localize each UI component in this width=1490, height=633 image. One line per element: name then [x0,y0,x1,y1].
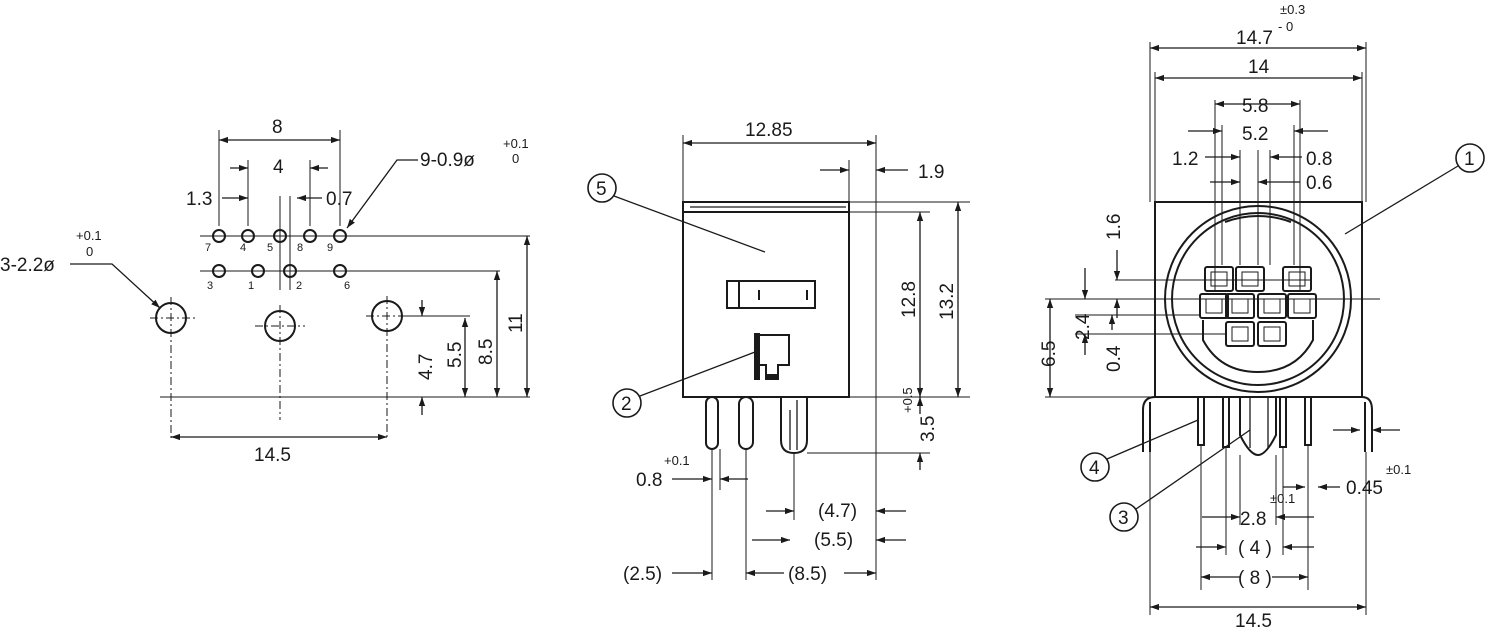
dim-3-5-tol: +0.5 [900,387,915,413]
dim-0-4: 0.4 [1104,345,1125,372]
dim-4-7: 4.7 [416,354,437,380]
dim-14-7-tol-upper: ±0.3 [1280,2,1305,17]
callout-3-label: 3 [1118,508,1129,529]
dim-4: 4 [273,157,284,178]
dim-0-8-front: 0.8 [1306,149,1332,170]
dim-4-7-paren: (4.7) [818,501,857,522]
dim-0-45: 0.45 [1346,478,1383,499]
dim-14-7: 14.7 [1236,28,1273,49]
dim-14: 14 [1248,57,1270,78]
dim-13-2: 13.2 [937,283,958,320]
dim-5-8: 5.8 [1242,96,1268,117]
pin-label: 1 [248,280,254,292]
dim-3-5: 3.5 [918,416,939,442]
dim-12-8: 12.8 [899,281,920,318]
dim-mount-hole-tol-upper: +0.1 [76,228,102,243]
dim-1-6: 1.6 [1104,214,1125,240]
dim-0-8: 0.8 [636,470,662,491]
dim-14-5-front: 14.5 [1235,611,1272,632]
dim-2-8-tol: ±0.1 [1270,491,1295,506]
pin-label: 9 [327,242,333,254]
pin-label: 6 [344,280,350,292]
callout-2-label: 2 [621,394,632,415]
dim-6-5: 6.5 [1039,341,1060,367]
dim-8: 8 [272,117,283,138]
callout-5-label: 5 [596,179,607,200]
dim-8-5-paren: (8.5) [788,564,827,585]
pin-label: 4 [240,242,246,254]
callout-1-label: 1 [1464,149,1475,170]
dim-pin-hole-tol-lower: 0 [512,151,519,166]
callout-2 [612,388,642,418]
callout-4 [1080,452,1110,482]
dim-4-paren: ( 4 ) [1238,538,1272,559]
dim-2-4: 2.4 [1073,313,1094,340]
callout-3 [1109,502,1139,532]
dim-14-5: 14.5 [254,445,291,466]
pcb-footprint-view: 7 4 5 8 9 3 1 2 6 8 4 1.3 0.7 9-0.9ø +0.… [0,117,531,466]
dim-1-2: 1.2 [1172,149,1198,170]
pin-label: 2 [296,280,302,292]
socket-contacts [1199,266,1317,374]
front-view: 14.7 ±0.3 - 0 14 5.8 5.2 1.2 0.8 0.6 1.6… [1039,2,1485,632]
callout-1 [1455,143,1485,173]
dim-14-7-tol-lower: - 0 [1278,19,1293,34]
dim-0-45-tol: ±0.1 [1386,462,1411,477]
dim-5-5-paren: (5.5) [814,530,853,551]
dim-1-9: 1.9 [918,162,944,183]
mount-hole-right [371,300,403,332]
dim-2-5-paren: (2.5) [623,564,662,585]
dim-8-paren: ( 8 ) [1238,568,1272,589]
dim-mount-hole: 3-2.2ø [0,255,55,276]
mount-hole-center [264,310,296,342]
dim-pin-hole-tol-upper: +0.1 [503,136,529,151]
dim-0-8-tol: +0.1 [664,453,690,468]
dim-mount-hole-tol-lower: 0 [86,244,93,259]
callout-4-label: 4 [1089,458,1100,479]
dim-pin-hole: 9-0.9ø [420,150,475,171]
dim-1-3: 1.3 [186,189,212,210]
pin-label: 7 [205,242,211,254]
dim-0-6: 0.6 [1306,173,1332,194]
callout-5 [587,173,617,203]
dim-12-85: 12.85 [745,120,793,141]
pin-holes [212,229,347,278]
pin-label: 8 [297,242,303,254]
pin-label: 3 [207,280,213,292]
mount-hole-left [155,302,187,334]
dim-0-7: 0.7 [326,189,352,210]
pin-label: 5 [267,242,273,254]
side-view: 12.85 1.9 12.8 13.2 3.5 +0.5 0.8 +0.1 (4… [587,120,970,585]
dim-5-5: 5.5 [445,342,466,368]
dim-8-5: 8.5 [476,339,497,365]
dim-11: 11 [506,313,527,333]
dim-5-2: 5.2 [1242,124,1268,145]
dim-2-8: 2.8 [1240,509,1266,530]
